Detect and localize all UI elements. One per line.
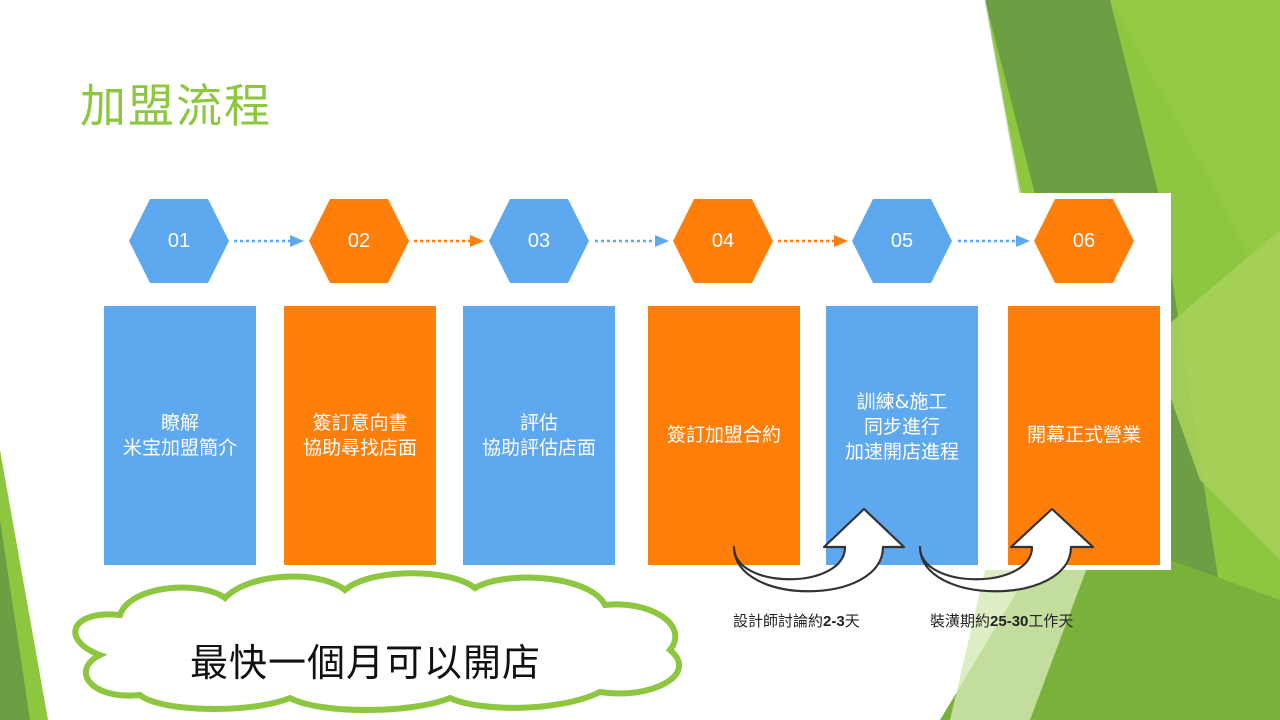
step-number: 04 bbox=[711, 230, 735, 252]
hexagon-icon bbox=[489, 199, 589, 283]
step-text-line: 加速開店進程 bbox=[844, 441, 959, 463]
dotted-arrow-icon bbox=[234, 235, 304, 247]
step-text-line: 同步進行 bbox=[863, 416, 940, 438]
step-box-2: 簽訂意向書協助尋找店面 bbox=[284, 306, 436, 565]
note-text: 裝潢期約 bbox=[930, 612, 991, 630]
cloud-callout-text: 最快一個月可以開店 bbox=[190, 641, 542, 685]
step-text-line: 協助尋找店面 bbox=[302, 436, 417, 459]
hexagon-icon bbox=[129, 199, 229, 283]
step-number: 01 bbox=[167, 230, 191, 252]
process-panel bbox=[98, 193, 1171, 570]
hexagon-icon bbox=[1034, 199, 1134, 283]
note-text: 天 bbox=[844, 612, 860, 630]
hexagon-icon bbox=[852, 199, 952, 283]
step-hex-3: 03 bbox=[488, 198, 590, 284]
step-number: 05 bbox=[890, 230, 914, 252]
step-text-line: 訓練&施工 bbox=[856, 391, 948, 413]
step-text-line: 協助評估店面 bbox=[481, 436, 596, 459]
note-value: 25-30 bbox=[990, 613, 1029, 630]
step-number: 03 bbox=[527, 230, 551, 252]
step-text-line: 簽訂意向書 bbox=[312, 411, 408, 434]
dotted-arrow-icon bbox=[958, 235, 1030, 247]
dotted-arrow-icon bbox=[595, 235, 669, 247]
step-hex-2: 02 bbox=[308, 198, 410, 284]
hexagon-icon bbox=[673, 199, 773, 283]
step-text-line: 開幕正式營業 bbox=[1026, 424, 1141, 446]
step-text-line: 簽訂加盟合約 bbox=[666, 424, 781, 446]
step-box-1: 瞭解米宝加盟簡介 bbox=[104, 306, 256, 565]
step-box-3: 評估協助評估店面 bbox=[463, 306, 615, 565]
step-number: 06 bbox=[1072, 230, 1096, 252]
note-value: 2-3 bbox=[823, 613, 845, 630]
step-text-line: 瞭解 bbox=[160, 411, 199, 434]
step-text-line: 米宝加盟簡介 bbox=[122, 436, 237, 459]
step-hex-5: 05 bbox=[851, 198, 953, 284]
dotted-arrow-icon bbox=[778, 235, 848, 247]
note-text: 設計師討論約 bbox=[733, 612, 824, 630]
hexagon-icon bbox=[309, 199, 409, 283]
note-text: 工作天 bbox=[1028, 612, 1074, 630]
design-duration-note: 設計師討論約2-3天 bbox=[733, 610, 860, 631]
renovation-duration-note: 裝潢期約25-30工作天 bbox=[930, 610, 1073, 631]
step-hex-4: 04 bbox=[672, 198, 774, 284]
step-text-line: 評估 bbox=[519, 411, 558, 434]
step-hex-1: 01 bbox=[128, 198, 230, 284]
step-number: 02 bbox=[347, 230, 371, 252]
dotted-arrow-icon bbox=[414, 235, 484, 247]
step-hex-6: 06 bbox=[1033, 198, 1135, 284]
slide-title: 加盟流程 bbox=[80, 79, 272, 133]
